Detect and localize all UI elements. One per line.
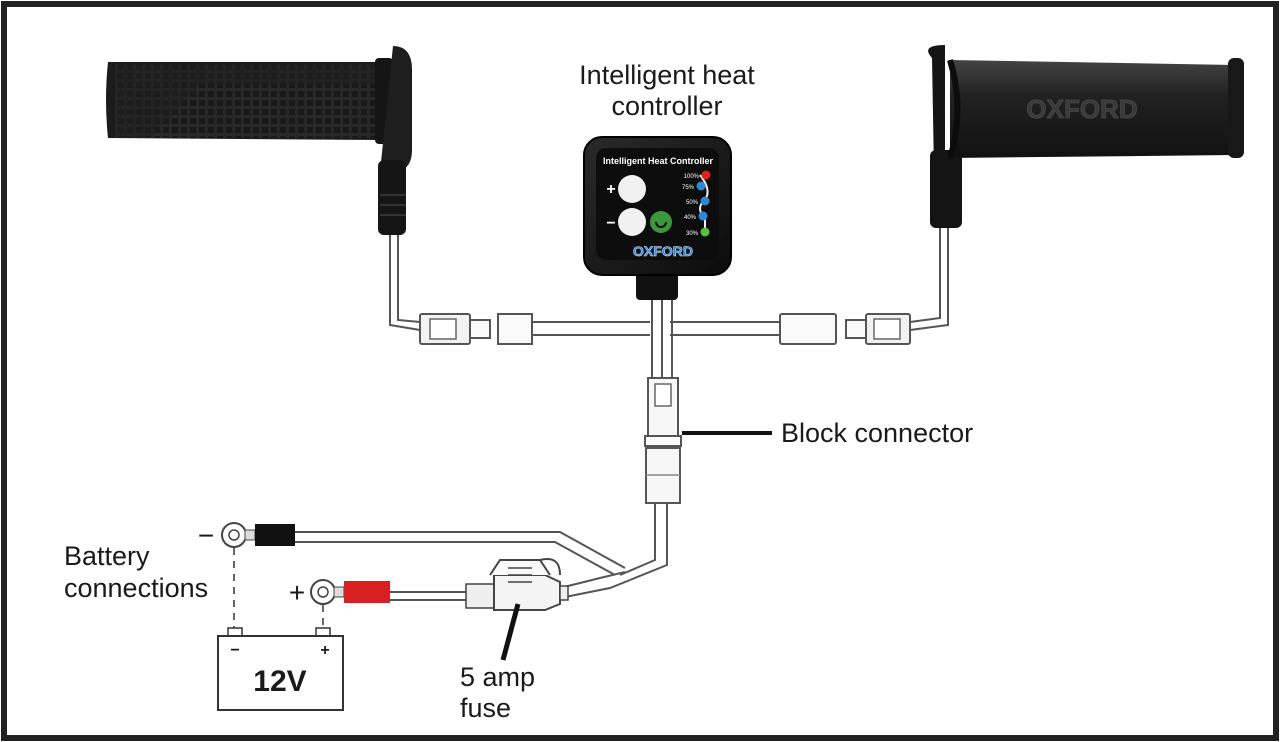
controller-title: Intelligent Heat Controller <box>603 156 714 166</box>
negative-sign: − <box>198 520 214 551</box>
controller-plus-symbol: + <box>606 181 615 198</box>
right-heated-grip: OXFORD <box>928 45 1244 228</box>
heat-level-label: 40% <box>684 215 697 221</box>
left-plug-connector <box>419 313 533 345</box>
heat-level-label: 50% <box>686 200 699 206</box>
heat-level-dot <box>701 170 711 180</box>
decrease-heat-button[interactable] <box>618 208 646 236</box>
heat-level-dot <box>700 227 710 237</box>
battery: − + 12V <box>217 627 344 711</box>
battery-plus-terminal: + <box>320 642 329 659</box>
battery-voltage-label: 12V <box>253 665 306 698</box>
block-connector <box>644 377 682 504</box>
left-heated-grip <box>106 46 412 235</box>
wire-harness <box>295 228 949 601</box>
heat-level-dot <box>698 211 708 221</box>
negative-lead-sleeve <box>255 524 295 546</box>
power-button[interactable] <box>650 211 672 233</box>
heat-level-indicators: 100% 75% 50% 40% 30% <box>682 170 711 237</box>
positive-sign: + <box>289 577 305 608</box>
right-grip-brand: OXFORD <box>1026 94 1137 124</box>
positive-battery-lead <box>310 579 390 605</box>
heat-level-dot <box>696 181 706 191</box>
heat-level-dot <box>700 196 710 206</box>
controller-brand-logo: OXFORD <box>633 243 693 259</box>
fuse-label-line2: fuse <box>460 693 511 723</box>
controller-minus-symbol: − <box>606 215 615 232</box>
fuse-label-line1: 5 amp <box>460 662 535 692</box>
intelligent-heat-controller: Intelligent Heat Controller + − 100% 75% 5… <box>583 136 732 300</box>
battery-label-line1: Battery <box>64 541 150 571</box>
fuse-holder <box>465 558 569 611</box>
power-icon <box>655 221 667 228</box>
fuse-leader <box>500 603 521 661</box>
controller-label-line1: Intelligent heat <box>579 60 755 90</box>
negative-battery-lead <box>221 522 295 548</box>
heat-level-label: 30% <box>686 231 699 237</box>
controller-label-line2: controller <box>611 91 722 121</box>
right-plug-connector <box>779 313 911 345</box>
battery-label-line2: connections <box>64 573 208 603</box>
heat-level-label: 100% <box>684 174 700 180</box>
heat-level-label: 75% <box>682 185 695 191</box>
block-connector-label: Block connector <box>781 418 973 448</box>
positive-lead-sleeve <box>344 581 390 603</box>
battery-minus-terminal: − <box>230 642 239 659</box>
increase-heat-button[interactable] <box>618 175 646 203</box>
